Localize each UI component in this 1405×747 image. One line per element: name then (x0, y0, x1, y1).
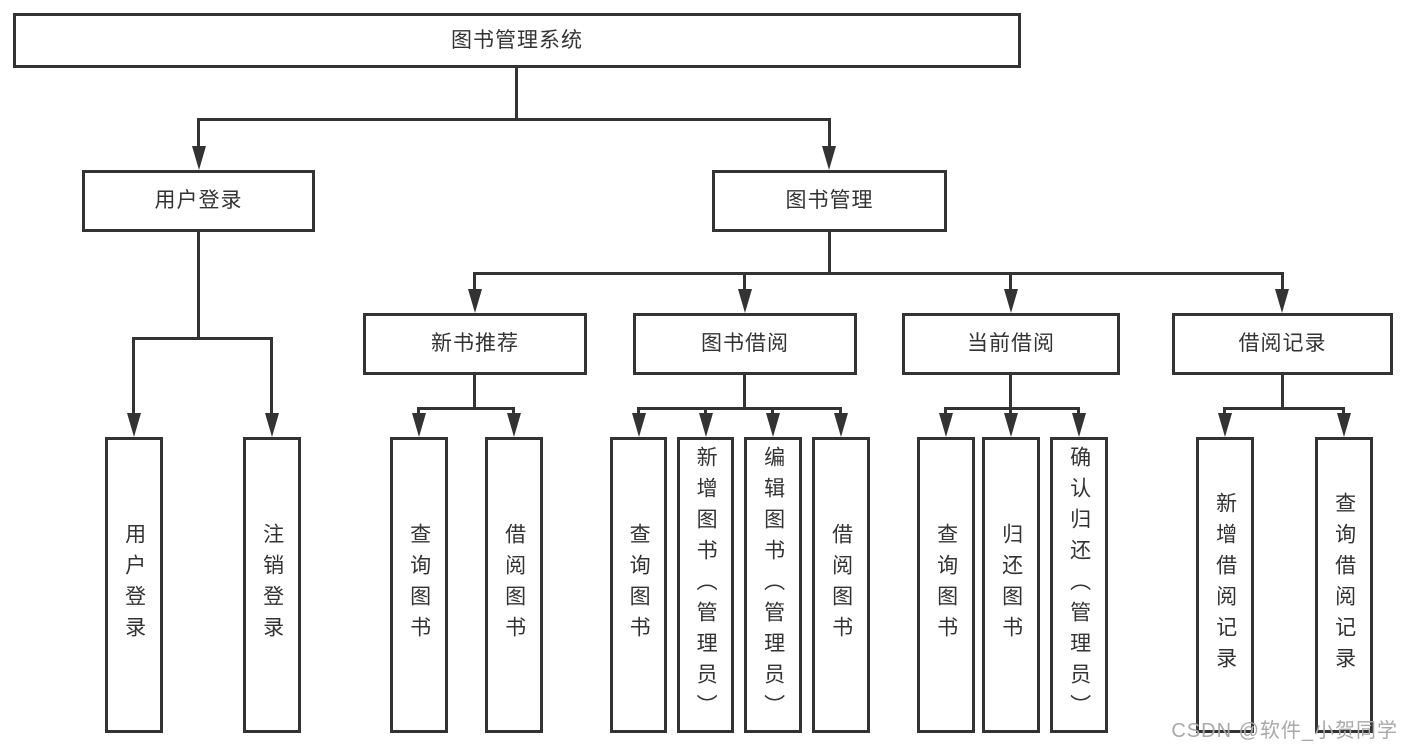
arrow-down-icon (766, 413, 780, 437)
leaf-query-books-borrowing: 查询图书 (610, 437, 667, 733)
connector-mgmt-drop-2 (743, 272, 746, 294)
leaf-borrow-books: 借阅图书 (812, 437, 870, 733)
arrow-down-icon (699, 413, 713, 437)
arrow-down-icon (1275, 289, 1289, 313)
node-root-library-system: 图书管理系统 (13, 13, 1021, 68)
connector-login-drop-2 (270, 337, 273, 417)
arrow-down-icon (1004, 289, 1018, 313)
leaf-edit-books-admin: 编辑图书（管理员） (744, 437, 802, 733)
connector-mgmt-drop-4 (1281, 272, 1284, 294)
connector-root-drop-right (828, 118, 831, 152)
node-borrowing-records: 借阅记录 (1172, 313, 1393, 375)
connector-mgmt-bar (473, 272, 1284, 275)
node-current-borrowing: 当前借阅 (902, 313, 1120, 375)
arrow-down-icon (265, 413, 279, 437)
arrow-down-icon (822, 146, 836, 170)
connector-g4-stem (1281, 374, 1284, 410)
node-book-borrowing: 图书借阅 (633, 313, 857, 375)
leaf-query-borrow-record: 查询借阅记录 (1315, 437, 1373, 733)
leaf-return-books: 归还图书 (982, 437, 1040, 733)
node-book-management: 图书管理 (712, 170, 947, 232)
connector-g4-bar (1223, 407, 1345, 410)
leaf-confirm-return-admin: 确认归还（管理员） (1050, 437, 1108, 733)
arrow-down-icon (1004, 413, 1018, 437)
leaf-user-login: 用户登录 (105, 437, 163, 733)
connector-login-drop-1 (132, 337, 135, 417)
connector-login-stem (197, 232, 200, 340)
arrow-down-icon (468, 289, 482, 313)
connector-g2-bar (637, 407, 842, 410)
leaf-logout: 注销登录 (243, 437, 301, 733)
connector-mgmt-drop-3 (1009, 272, 1012, 294)
connector-g1-bar (417, 407, 515, 410)
arrow-down-icon (507, 413, 521, 437)
node-new-book-recommend: 新书推荐 (363, 313, 587, 375)
connector-g3-stem (1009, 374, 1012, 410)
arrow-down-icon (939, 413, 953, 437)
csdn-watermark: CSDN @软件_小贺同学 (1171, 720, 1398, 742)
arrow-down-icon (192, 146, 206, 170)
leaf-query-books-current: 查询图书 (917, 437, 975, 733)
node-user-login: 用户登录 (82, 170, 315, 232)
leaf-add-books-admin: 新增图书（管理员） (677, 437, 734, 733)
connector-login-bar (132, 337, 273, 340)
leaf-borrow-books-recommend: 借阅图书 (485, 437, 543, 733)
arrow-down-icon (834, 413, 848, 437)
connector-root-stem (515, 68, 518, 118)
arrow-down-icon (1218, 413, 1232, 437)
connector-g2-stem (743, 374, 746, 410)
arrow-down-icon (1072, 413, 1086, 437)
arrow-down-icon (412, 413, 426, 437)
connector-root-bar (197, 118, 830, 121)
connector-mgmt-stem (828, 232, 831, 275)
connector-root-drop-left (197, 118, 200, 152)
arrow-down-icon (1337, 413, 1351, 437)
leaf-add-borrow-record: 新增借阅记录 (1196, 437, 1254, 733)
arrow-down-icon (632, 413, 646, 437)
leaf-query-books-recommend: 查询图书 (390, 437, 448, 733)
connector-g1-stem (473, 374, 476, 410)
arrow-down-icon (738, 289, 752, 313)
connector-mgmt-drop-1 (473, 272, 476, 294)
arrow-down-icon (127, 413, 141, 437)
connector-g3-bar (944, 407, 1080, 410)
